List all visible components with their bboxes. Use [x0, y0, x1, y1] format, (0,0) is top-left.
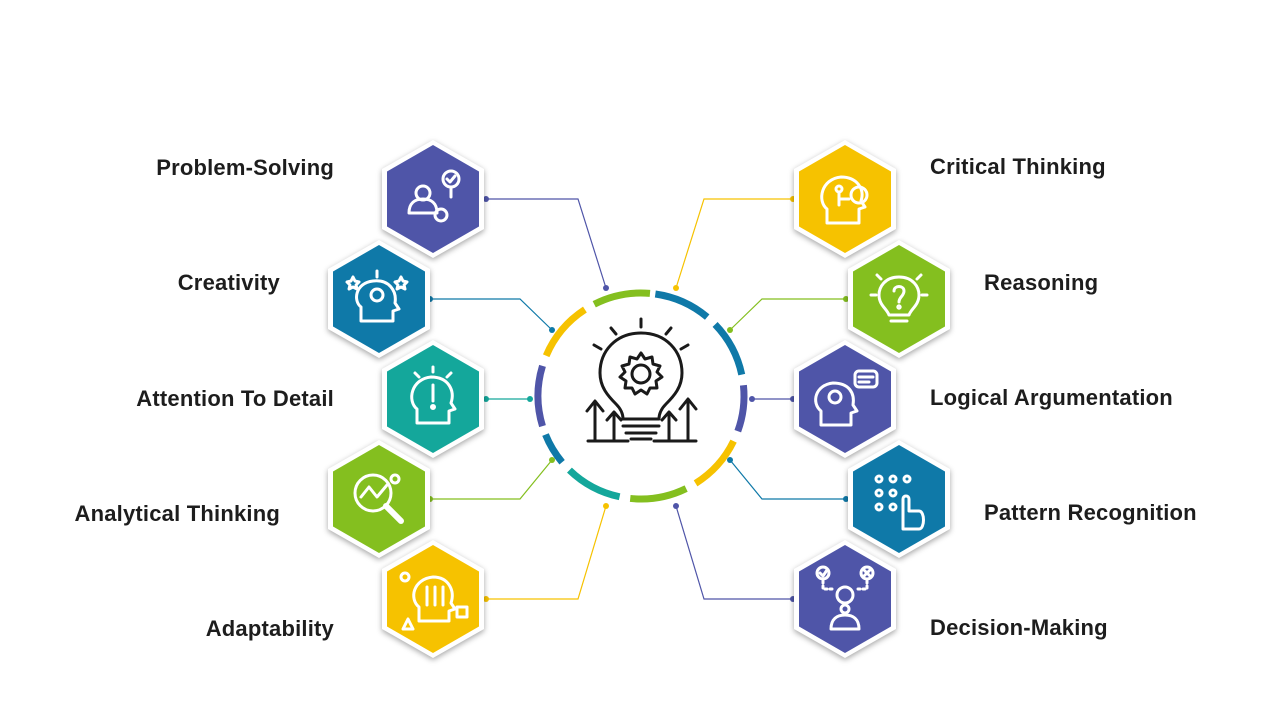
- skill-label: Analytical Thinking: [74, 501, 280, 526]
- head-circuit-gear-icon: [820, 175, 869, 225]
- connector-0: [486, 198, 607, 289]
- hex-node-decision-making: [792, 538, 898, 660]
- connector-dot: [483, 596, 489, 602]
- ring-segment: [542, 433, 565, 465]
- skill-label: Pattern Recognition: [984, 500, 1197, 525]
- skill-label: Decision-Making: [930, 615, 1108, 640]
- hand-dot-pattern-icon: [874, 474, 925, 531]
- connector-6: [729, 298, 846, 331]
- ring-segment: [693, 439, 737, 487]
- person-choice-icon: [815, 565, 875, 631]
- connector-3: [430, 459, 553, 500]
- ring-segment: [592, 289, 651, 308]
- connector-dot: [483, 396, 489, 402]
- head-sliders-shapes-icon: [399, 571, 469, 631]
- person-gear-bulb-icon: [407, 169, 461, 223]
- center-ring: [534, 289, 748, 503]
- connector-4: [486, 505, 607, 600]
- connector-1: [430, 298, 553, 331]
- bulb-question-icon: [869, 273, 929, 323]
- center-hub: [528, 283, 754, 509]
- magnifier-graph-icon: [353, 473, 404, 524]
- ring-segment: [567, 467, 621, 501]
- skill-label: Problem-Solving: [156, 155, 334, 180]
- ring-segment: [534, 364, 546, 428]
- head-brain-speech-icon: [814, 369, 879, 427]
- head-bulb-stars-icon: [345, 269, 409, 323]
- hex-node-problem-solving: [380, 138, 486, 260]
- connector-dot: [727, 327, 733, 333]
- skill-label: Adaptability: [205, 616, 334, 641]
- connector-dot: [483, 196, 489, 202]
- hex-node-creativity: [326, 238, 432, 360]
- connector-dot: [549, 457, 555, 463]
- hex-node-attention-to-detail: [380, 338, 486, 460]
- ring-segment: [629, 485, 688, 503]
- connector-dot: [673, 503, 679, 509]
- skill-label: Critical Thinking: [930, 154, 1106, 179]
- skill-label: Creativity: [177, 270, 280, 295]
- ring-segment: [654, 290, 710, 320]
- hex-node-logical-argumentation: [792, 338, 898, 460]
- head-exclamation-icon: [410, 365, 457, 425]
- hex-node-critical-thinking: [792, 138, 898, 260]
- ring-segment: [734, 384, 748, 433]
- connector-8: [729, 459, 846, 500]
- lightbulb-gear-growth-icon: [585, 317, 698, 443]
- hex-node-reasoning: [846, 238, 952, 360]
- connector-dot: [749, 396, 755, 402]
- connector-dot: [527, 396, 533, 402]
- hex-node-pattern-recognition: [846, 438, 952, 560]
- connector-dot: [673, 285, 679, 291]
- skill-label: Reasoning: [984, 270, 1099, 295]
- ring-segment: [542, 306, 587, 358]
- connector-dot: [603, 503, 609, 509]
- connector-dot: [603, 285, 609, 291]
- connector-dot: [843, 496, 849, 502]
- hex-node-analytical-thinking: [326, 438, 432, 560]
- connector-5: [675, 198, 793, 289]
- skill-label: Logical Argumentation: [930, 385, 1173, 410]
- skill-label: Attention To Detail: [136, 386, 334, 411]
- hex-node-adaptability: [380, 538, 486, 660]
- connector-dot: [727, 457, 733, 463]
- ring-segment: [712, 322, 746, 376]
- connector-dot: [549, 327, 555, 333]
- connector-dot: [843, 296, 849, 302]
- connector-9: [675, 505, 793, 600]
